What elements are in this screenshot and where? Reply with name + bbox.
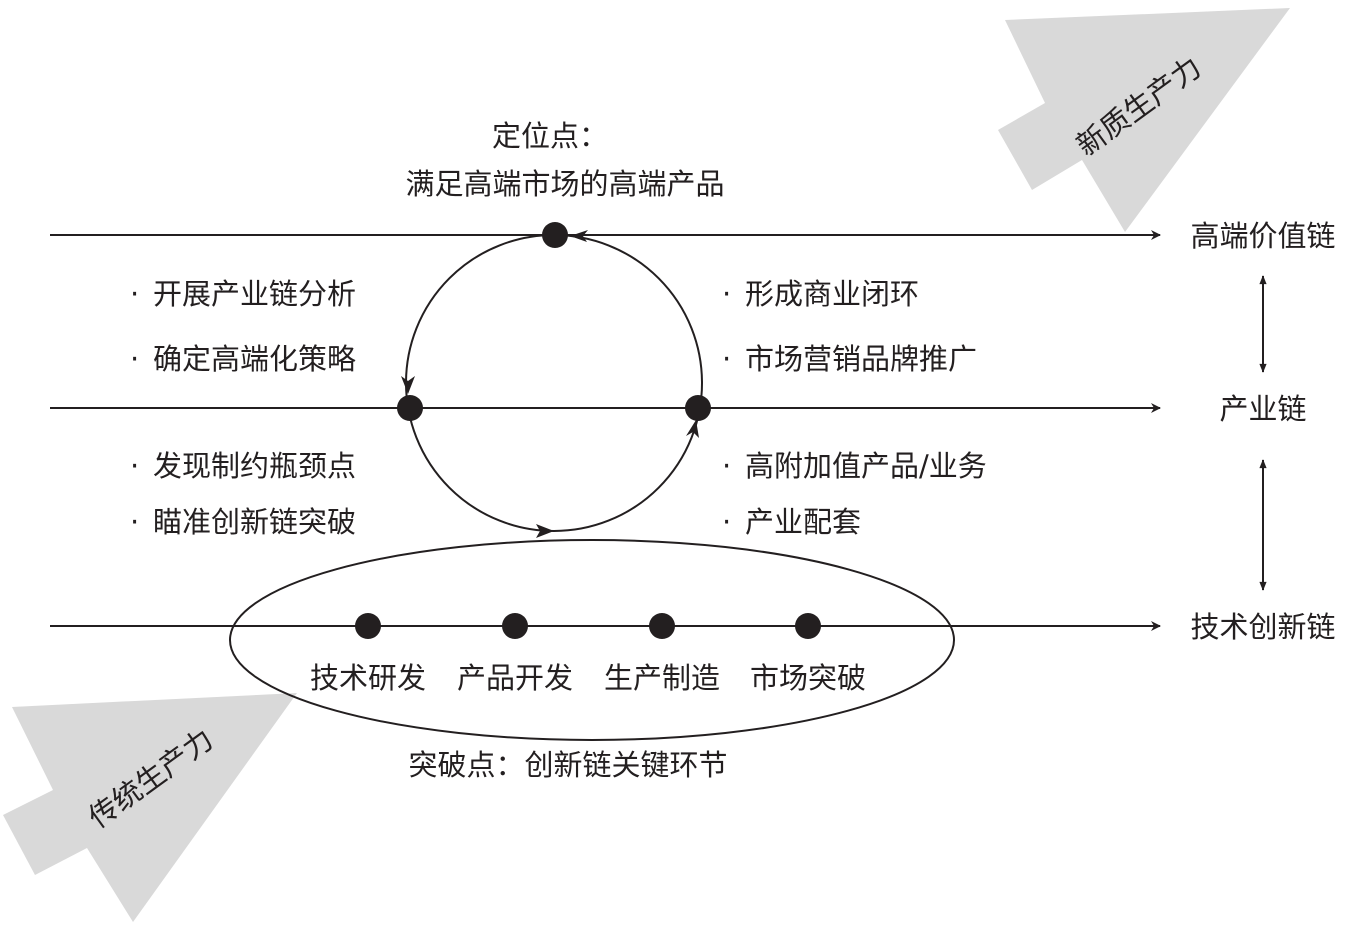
bullet-dot: · — [722, 342, 731, 376]
step-node-manufacture — [649, 613, 675, 639]
left-lower-bullets: · 发现制约瓶颈点 · 瞄准创新链突破 — [130, 449, 356, 539]
cycle-circle — [405, 234, 703, 532]
bullet-text: 产业配套 — [745, 505, 861, 539]
traditional-productivity-arrow: 传统生产力 — [3, 693, 297, 922]
bullet-dot: · — [130, 505, 139, 539]
cycle-arrowhead-top — [570, 230, 588, 242]
bullet-text: 高附加值产品/业务 — [745, 449, 987, 483]
bullet-dot: · — [722, 449, 731, 483]
step-node-product — [502, 613, 528, 639]
cycle-arrowhead-left — [401, 376, 415, 394]
step-label-market: 市场突破 — [750, 661, 866, 695]
left-upper-bullets: · 开展产业链分析 · 确定高端化策略 — [130, 277, 356, 376]
anchor-subtitle: 满足高端市场的高端产品 — [405, 167, 724, 201]
high-end-value-chain-label: 高端价值链 — [1190, 219, 1335, 253]
step-label-product: 产品开发 — [457, 661, 573, 695]
bullet-dot: · — [722, 277, 731, 311]
step-label-manufacture: 生产制造 — [604, 661, 720, 695]
bullet-dot: · — [130, 342, 139, 376]
bullet-text: 确定高端化策略 — [153, 342, 356, 376]
right-upper-bullets: · 形成商业闭环 · 市场营销品牌推广 — [722, 277, 977, 376]
industry-chain-label: 产业链 — [1219, 392, 1306, 426]
bullet-text: 瞄准创新链突破 — [153, 505, 356, 539]
industry-node-left — [397, 395, 423, 421]
bullet-text: 发现制约瓶颈点 — [153, 449, 356, 483]
bullet-dot: · — [130, 277, 139, 311]
bullet-text: 形成商业闭环 — [745, 277, 919, 311]
step-node-market — [795, 613, 821, 639]
step-node-rd — [355, 613, 381, 639]
bullet-text: 市场营销品牌推广 — [745, 342, 977, 376]
bullet-dot: · — [722, 505, 731, 539]
new-productivity-arrow: 新质生产力 — [998, 8, 1290, 232]
industry-node-right — [685, 395, 711, 421]
right-lower-bullets: · 高附加值产品/业务 · 产业配套 — [722, 449, 987, 539]
bullet-text: 开展产业链分析 — [153, 277, 356, 311]
anchor-title: 定位点： — [492, 119, 608, 153]
innovation-ellipse — [229, 539, 955, 741]
bullet-dot: · — [130, 449, 139, 483]
tech-innovation-chain-label: 技术创新链 — [1190, 610, 1335, 644]
anchor-node — [542, 222, 568, 248]
step-label-rd: 技术研发 — [310, 661, 426, 695]
cycle-arrowhead-right — [686, 420, 699, 438]
breakthrough-label: 突破点：创新链关键环节 — [408, 748, 727, 782]
cycle-arrowhead-bottom — [536, 524, 554, 538]
